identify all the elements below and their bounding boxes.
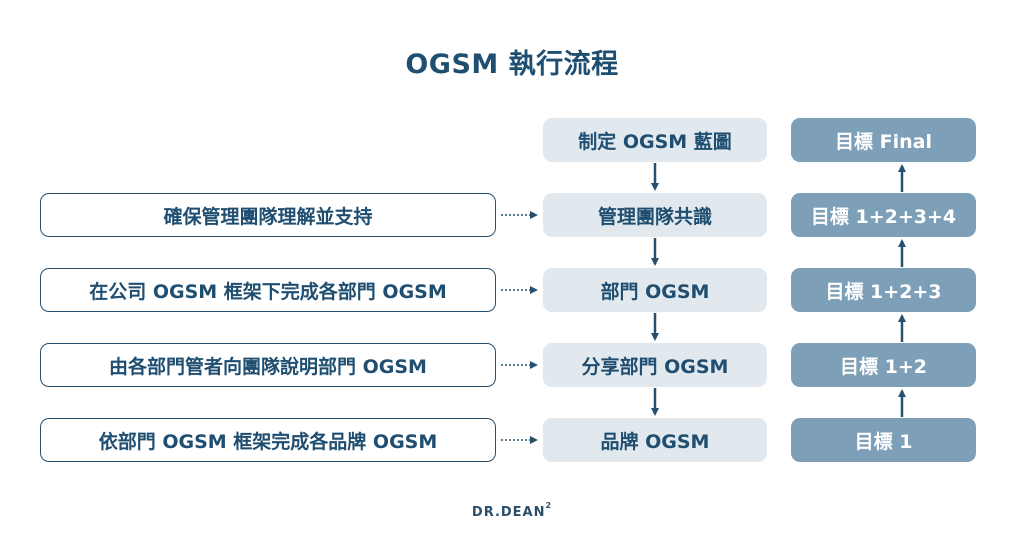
right-goal-2: 目標 1+2+3+4 bbox=[791, 193, 976, 237]
left-item-1: 確保管理團隊理解並支持 bbox=[40, 193, 496, 237]
center-step-4: 分享部門 OGSM bbox=[543, 343, 767, 387]
logo-text: DR.DEAN bbox=[471, 505, 546, 520]
dr-dean-logo: DR.DEAN2 bbox=[0, 501, 1024, 520]
center-step-3: 部門 OGSM bbox=[543, 268, 767, 312]
right-goal-3: 目標 1+2+3 bbox=[791, 268, 976, 312]
right-goal-5: 目標 1 bbox=[791, 418, 976, 462]
center-step-5: 品牌 OGSM bbox=[543, 418, 767, 462]
logo-superscript: 2 bbox=[545, 501, 553, 510]
left-item-3: 由各部門管者向團隊說明部門 OGSM bbox=[40, 343, 496, 387]
right-goal-4: 目標 1+2 bbox=[791, 343, 976, 387]
left-item-2: 在公司 OGSM 框架下完成各部門 OGSM bbox=[40, 268, 496, 312]
right-goal-1: 目標 Final bbox=[791, 118, 976, 162]
center-step-1: 制定 OGSM 藍圖 bbox=[543, 118, 767, 162]
left-item-4: 依部門 OGSM 框架完成各品牌 OGSM bbox=[40, 418, 496, 462]
dotted-arrows bbox=[501, 211, 538, 444]
diagram-title: OGSM 執行流程 bbox=[405, 49, 619, 80]
center-step-2: 管理團隊共識 bbox=[543, 193, 767, 237]
